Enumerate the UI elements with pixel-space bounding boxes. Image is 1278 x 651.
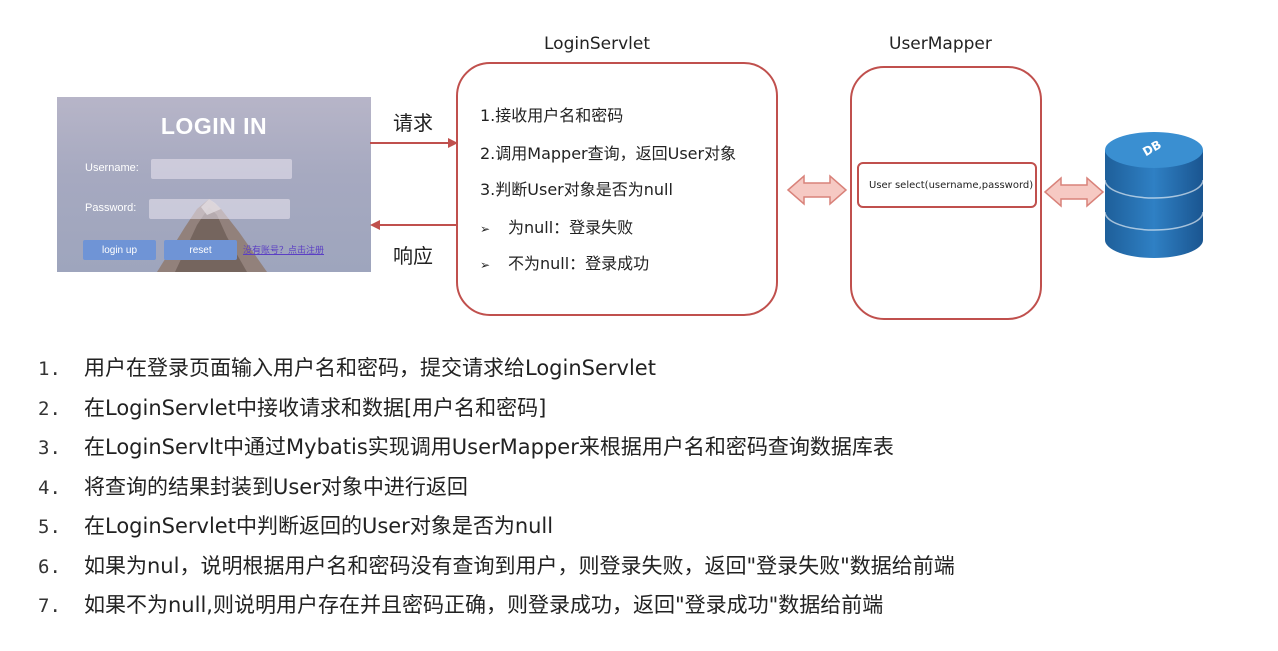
servlet-step-3: 3.判断User对象是否为null <box>480 176 673 200</box>
step-text: 如果不为null,则说明用户存在并且密码正确，则登录成功，返回"登录成功"数据给… <box>84 593 883 617</box>
step-text: 在LoginServlet中接收请求和数据[用户名和密码] <box>84 396 546 420</box>
password-input[interactable] <box>149 199 290 219</box>
username-input[interactable] <box>151 159 292 179</box>
username-label: Username: <box>85 162 139 174</box>
database-icon: DB <box>1103 128 1205 262</box>
step-text: 如果为nul，说明根据用户名和密码没有查询到用户，则登录失败，返回"登录失败"数… <box>84 554 955 578</box>
arrow-bullet-icon: ➢ <box>480 258 508 272</box>
mapper-db-double-arrow <box>1043 174 1105 210</box>
servlet-step-1: 1.接收用户名和密码 <box>480 102 623 126</box>
password-label: Password: <box>85 202 136 214</box>
list-item: 7.如果不为null,则说明用户存在并且密码正确，则登录成功，返回"登录成功"数… <box>38 587 955 627</box>
loginservlet-box: 1.接收用户名和密码 2.调用Mapper查询，返回User对象 3.判断Use… <box>456 62 778 316</box>
login-page-preview: LOGIN IN Username: Password: login up re… <box>57 97 371 272</box>
servlet-step-2: 2.调用Mapper查询，返回User对象 <box>480 140 736 164</box>
step-text: 用户在登录页面输入用户名和密码，提交请求给LoginServlet <box>84 356 656 380</box>
login-title: LOGIN IN <box>57 113 371 140</box>
servlet-substep-null: ➢为null：登录失败 <box>480 214 633 238</box>
step-text: 在LoginServlet中判断返回的User对象是否为null <box>84 514 553 538</box>
step-number: 5. <box>38 509 84 545</box>
list-item: 6.如果为nul，说明根据用户名和密码没有查询到用户，则登录失败，返回"登录失败… <box>38 548 955 588</box>
arrow-bullet-icon: ➢ <box>480 222 508 236</box>
reset-button[interactable]: reset <box>164 240 237 260</box>
list-item: 2.在LoginServlet中接收请求和数据[用户名和密码] <box>38 390 955 430</box>
servlet-mapper-double-arrow <box>786 172 848 208</box>
process-steps-list: 1.用户在登录页面输入用户名和密码，提交请求给LoginServlet 2.在L… <box>38 350 955 627</box>
request-response-arrows <box>368 134 460 234</box>
response-label: 响应 <box>393 240 433 269</box>
substep-text: 不为null：登录成功 <box>508 254 649 273</box>
step-text: 在LoginServlt中通过Mybatis实现调用UserMapper来根据用… <box>84 435 894 459</box>
login-button[interactable]: login up <box>83 240 156 260</box>
substep-text: 为null：登录失败 <box>508 218 633 237</box>
servlet-substep-notnull: ➢不为null：登录成功 <box>480 250 649 274</box>
request-label: 请求 <box>393 107 433 136</box>
step-number: 6. <box>38 549 84 585</box>
response-arrow-head <box>370 220 380 230</box>
step-number: 7. <box>38 588 84 624</box>
usermapper-title: UserMapper <box>889 34 992 54</box>
step-number: 2. <box>38 391 84 427</box>
list-item: 1.用户在登录页面输入用户名和密码，提交请求给LoginServlet <box>38 350 955 390</box>
mapper-select-method: User select(username,password) <box>857 162 1037 208</box>
loginservlet-title: LoginServlet <box>544 34 650 54</box>
step-text: 将查询的结果封装到User对象中进行返回 <box>84 475 468 499</box>
step-number: 4. <box>38 470 84 506</box>
list-item: 5.在LoginServlet中判断返回的User对象是否为null <box>38 508 955 548</box>
step-number: 1. <box>38 351 84 387</box>
list-item: 4.将查询的结果封装到User对象中进行返回 <box>38 469 955 509</box>
list-item: 3.在LoginServlt中通过Mybatis实现调用UserMapper来根… <box>38 429 955 469</box>
step-number: 3. <box>38 430 84 466</box>
register-link[interactable]: 没有账号？点击注册 <box>243 243 324 256</box>
